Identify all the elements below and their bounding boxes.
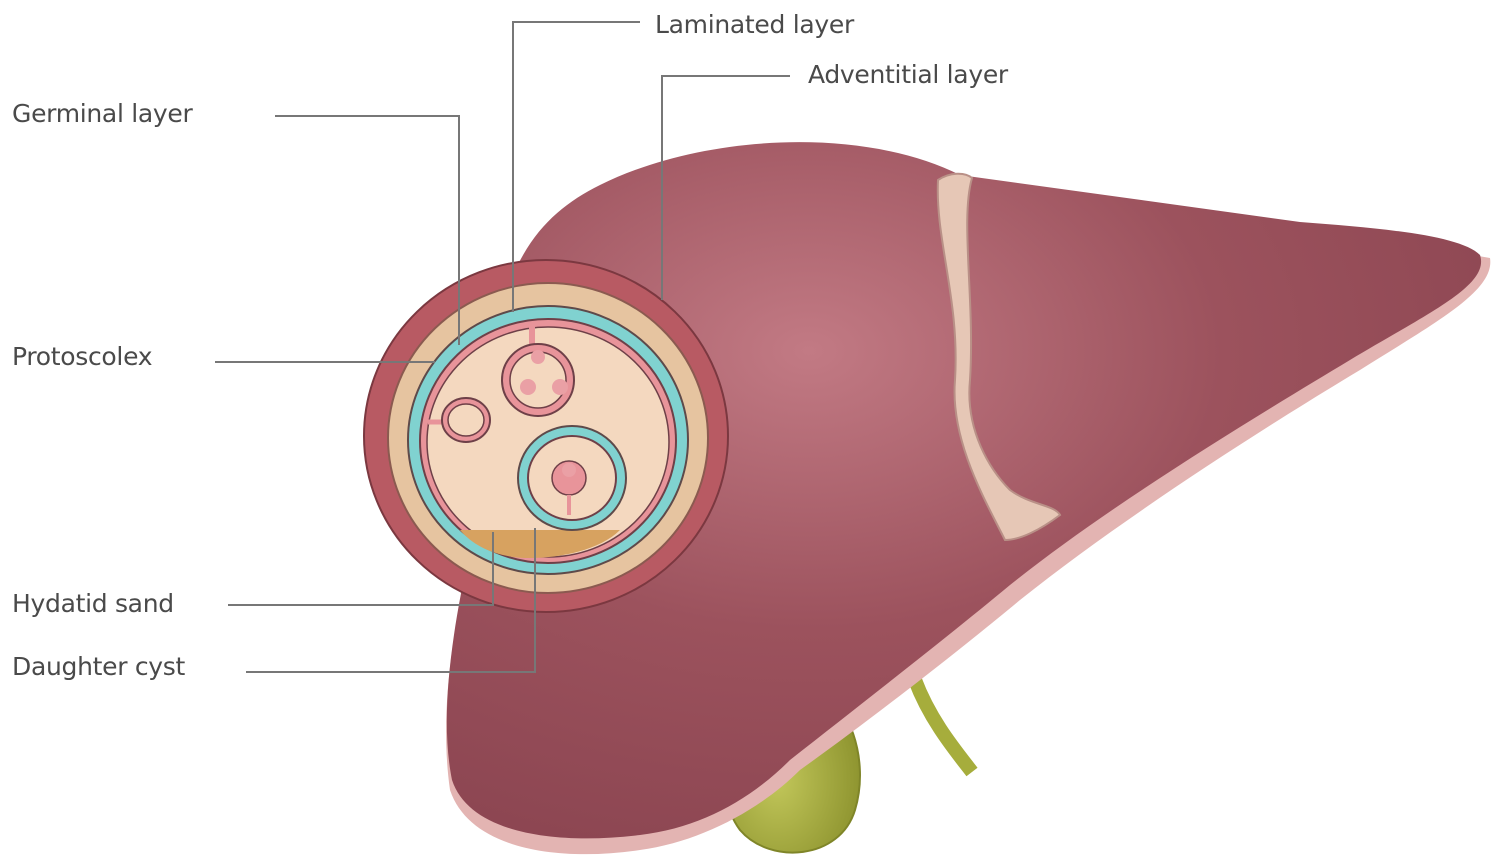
leader-adventitial — [661, 75, 790, 300]
label-adventitial-layer: Adventitial layer — [808, 60, 1008, 89]
daughter-cyst — [517, 425, 627, 531]
brood-capsule — [501, 322, 575, 417]
hydatid-sand — [460, 530, 620, 558]
leader-daughter-cyst — [246, 528, 536, 673]
falciform-ligament — [936, 172, 1062, 542]
leader-hydatid-sand — [228, 532, 494, 606]
label-daughter-cyst: Daughter cyst — [12, 652, 186, 681]
liver — [446, 142, 1482, 839]
leader-laminated — [512, 21, 640, 312]
label-protoscolex: Protoscolex — [12, 342, 153, 371]
protoscolex — [428, 397, 491, 443]
hydatid-cyst — [363, 259, 729, 613]
leader-germinal — [275, 115, 460, 345]
label-germinal-layer: Germinal layer — [12, 99, 193, 128]
label-laminated-layer: Laminated layer — [655, 10, 854, 39]
label-hydatid-sand: Hydatid sand — [12, 589, 174, 618]
